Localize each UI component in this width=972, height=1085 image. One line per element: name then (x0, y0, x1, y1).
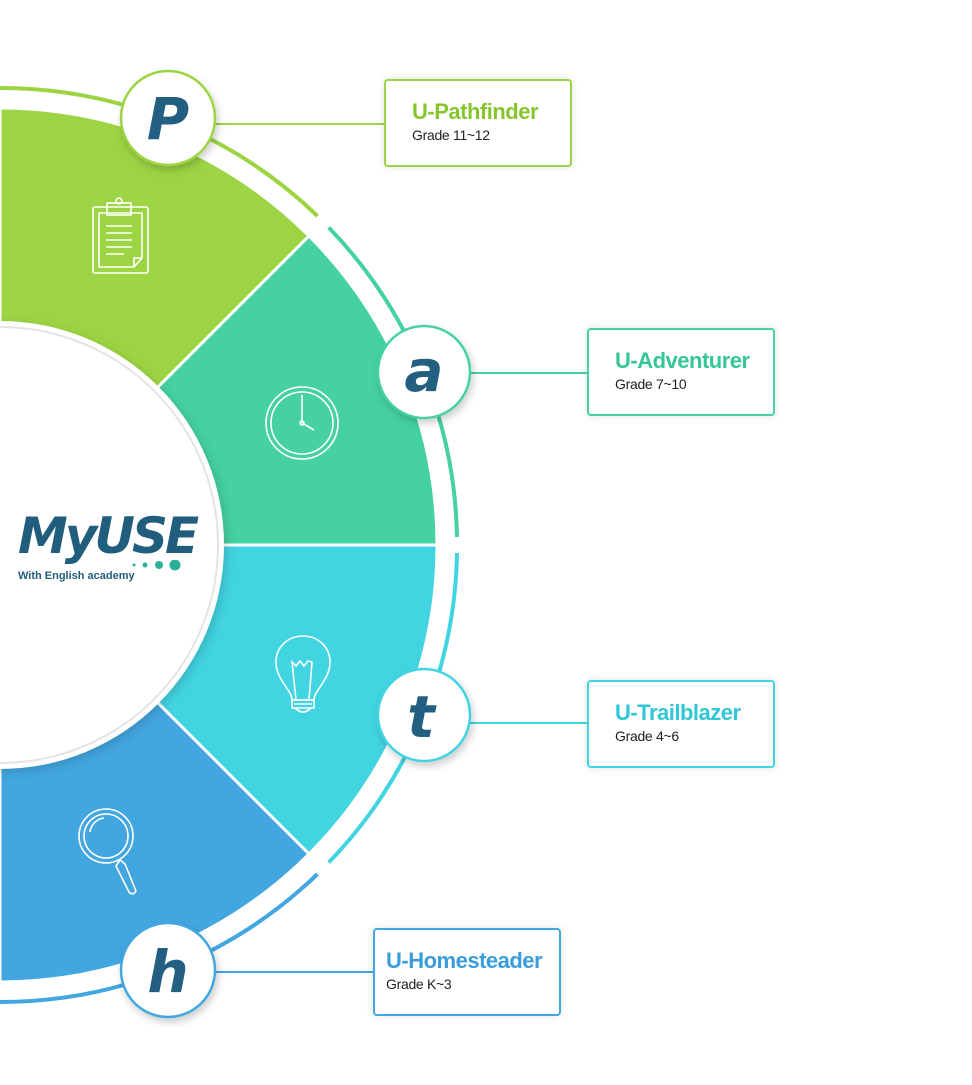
badge-letter: P (147, 85, 190, 153)
badge-adventurer[interactable]: a (376, 324, 472, 420)
badge-homesteader[interactable]: h (119, 921, 217, 1019)
level-grade: Grade 11~12 (412, 127, 490, 143)
level-grade: Grade 7~10 (615, 376, 687, 392)
center-circle (0, 321, 224, 769)
badge-letter: t (407, 683, 437, 751)
clipboard-icon (92, 197, 149, 274)
level-card-pathfinder[interactable]: U-Pathfinder Grade 11~12 (384, 79, 572, 167)
badge-pathfinder[interactable]: P (119, 69, 217, 167)
level-title: U-Trailblazer (615, 700, 741, 725)
badge-trailblazer[interactable]: t (376, 667, 472, 763)
logo-wordmark: MyUSE (18, 507, 199, 565)
level-title: U-Homesteader (386, 948, 543, 973)
level-card-adventurer[interactable]: U-Adventurer Grade 7~10 (587, 328, 775, 416)
level-grade: Grade K~3 (386, 976, 452, 992)
level-title: U-Adventurer (615, 348, 750, 373)
badge-letter: a (404, 337, 443, 405)
magnifier-icon (78, 808, 137, 895)
badge-letter: h (147, 938, 188, 1006)
lightbulb-icon (275, 635, 331, 713)
myuse-logo: MyUSE With English academy (18, 507, 199, 582)
clock-icon (265, 386, 339, 460)
logo-tagline: With English academy (18, 570, 135, 582)
logo-dots (132, 560, 181, 571)
level-card-trailblazer[interactable]: U-Trailblazer Grade 4~6 (587, 680, 775, 768)
level-card-homesteader[interactable]: U-Homesteader Grade K~3 (373, 928, 561, 1016)
level-title: U-Pathfinder (412, 99, 539, 124)
level-grade: Grade 4~6 (615, 728, 679, 744)
